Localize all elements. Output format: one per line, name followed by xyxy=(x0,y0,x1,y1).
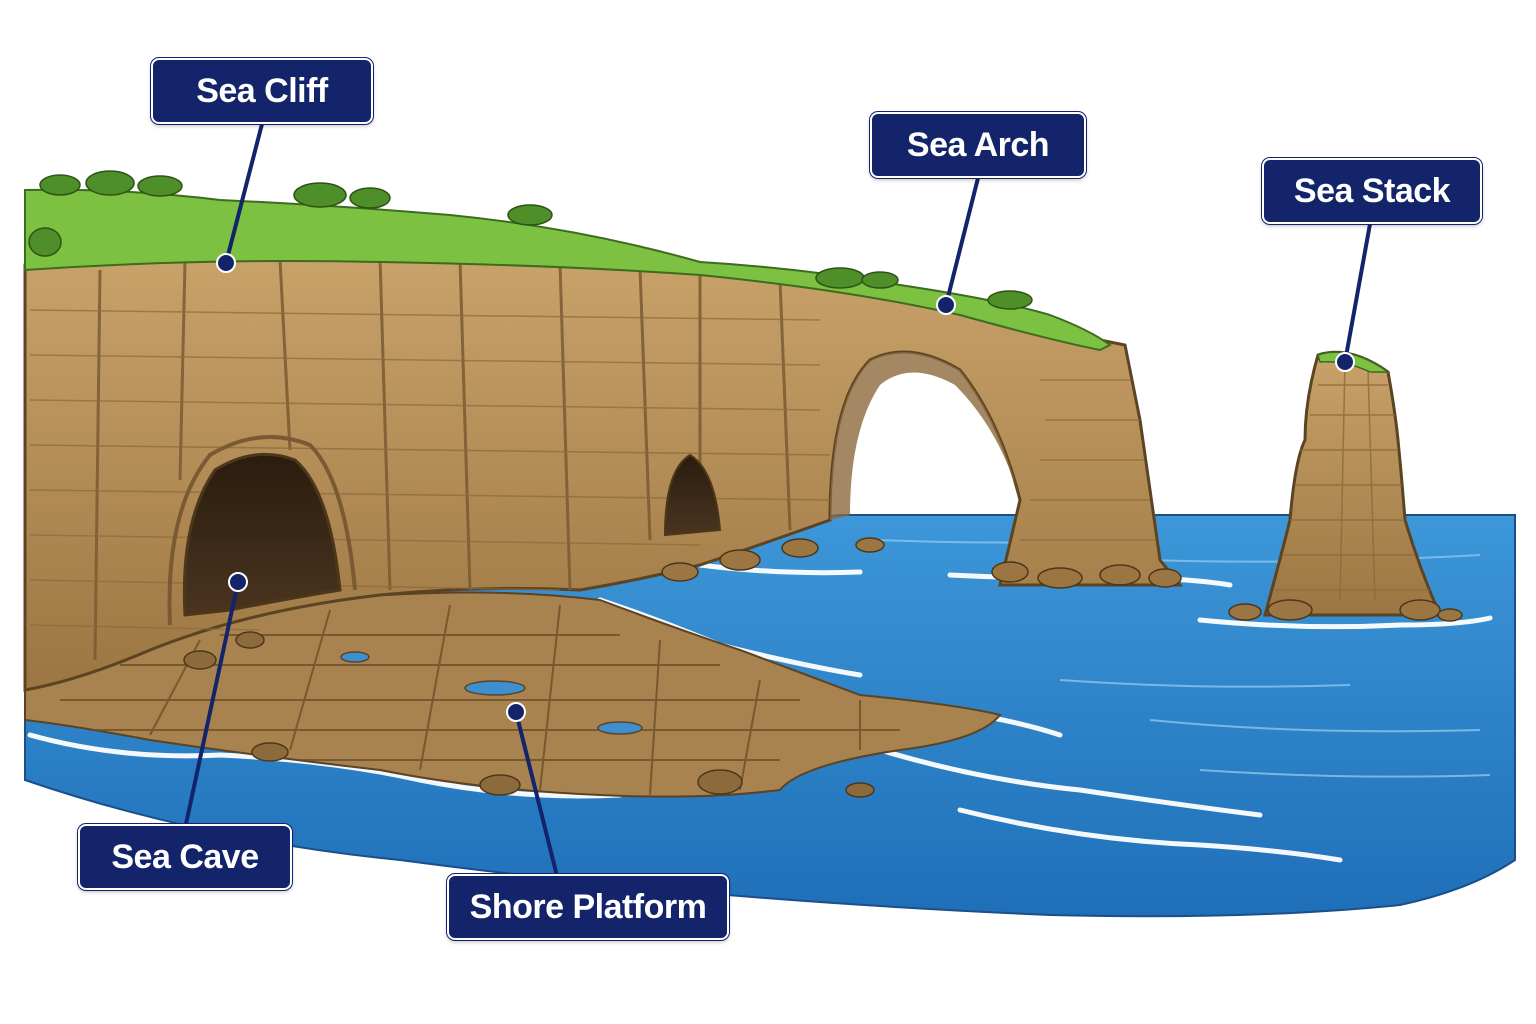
sea-cave xyxy=(167,435,357,626)
cliff-grass xyxy=(24,170,1112,352)
label-sea-arch: Sea Arch xyxy=(870,112,1086,178)
label-sea-stack: Sea Stack xyxy=(1262,158,1482,224)
leader-line-sea-cliff xyxy=(224,122,264,265)
pointer-dot-sea-cliff xyxy=(216,253,236,273)
label-sea-cave: Sea Cave xyxy=(78,824,292,890)
shore-platform xyxy=(24,591,1002,798)
pointer-dot-sea-arch xyxy=(936,295,956,315)
label-sea-cliff: Sea Cliff xyxy=(151,58,373,124)
leader-line-sea-arch xyxy=(944,176,980,307)
pointer-dot-sea-cave xyxy=(228,572,248,592)
leader-lines xyxy=(184,122,1372,874)
label-shore-platform: Shore Platform xyxy=(447,874,729,940)
pointer-dot-shore-platform xyxy=(506,702,526,722)
leader-line-shore-platform xyxy=(514,710,558,874)
leader-line-sea-cave xyxy=(184,580,240,826)
pointer-dot-sea-stack xyxy=(1335,352,1355,372)
leader-line-sea-stack xyxy=(1343,222,1372,364)
